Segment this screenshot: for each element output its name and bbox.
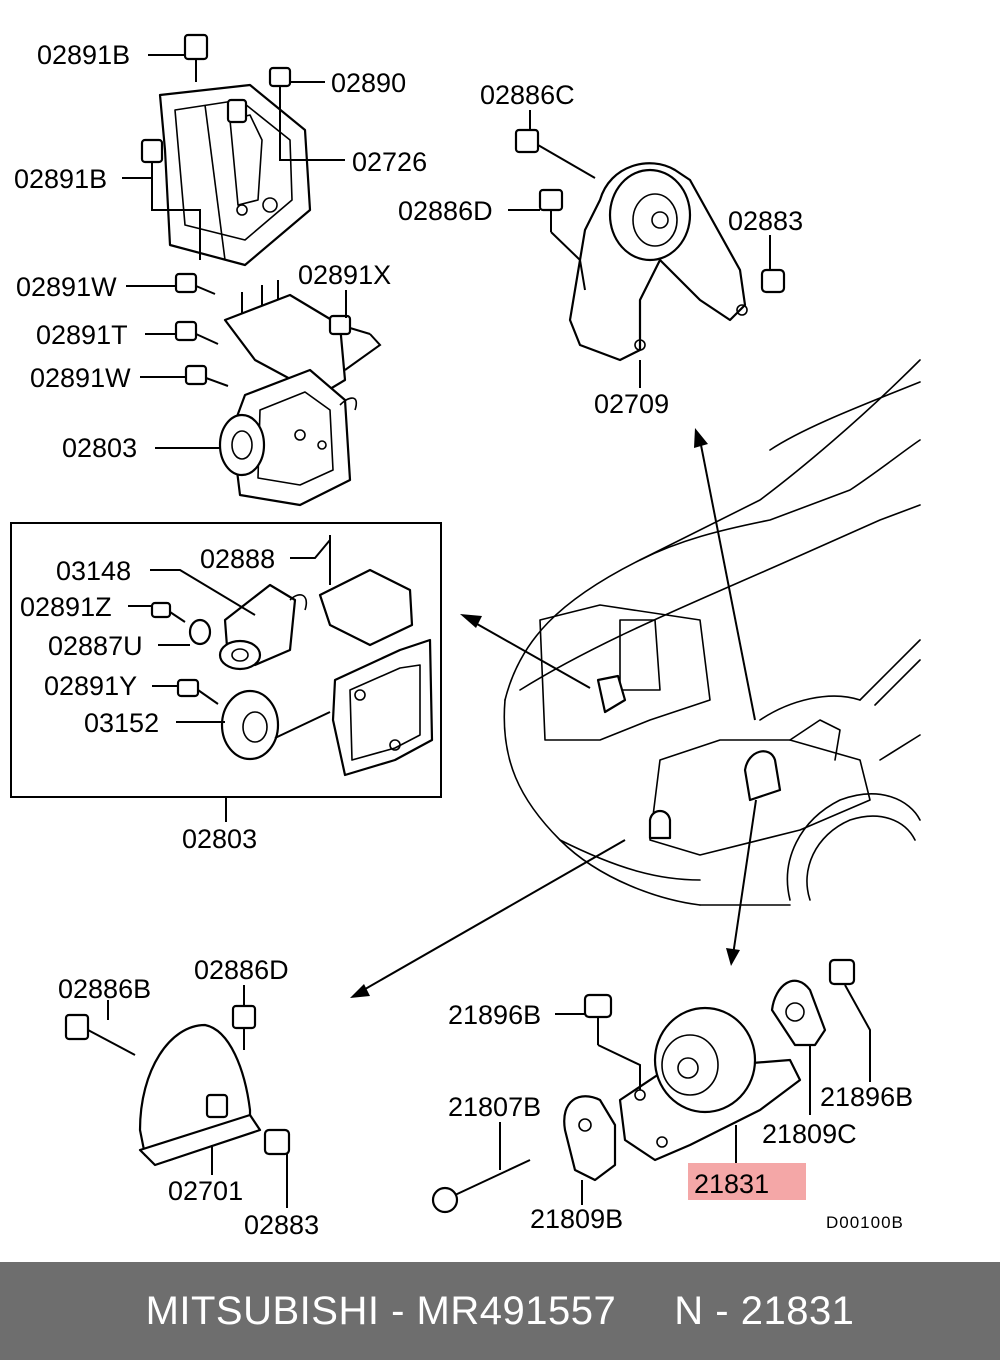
footer-bar: MITSUBISHI - MR491557 N - 21831: [0, 1262, 1000, 1360]
highlighted-part-box: [688, 1163, 806, 1200]
mount-02709-illustration: [514, 128, 786, 362]
pointer-arrows: [350, 428, 757, 998]
mount-02803-illustration: [174, 272, 371, 507]
label-02887U[interactable]: 02887U: [48, 631, 143, 661]
label-03152[interactable]: 03152: [84, 708, 159, 738]
label-02891B-mid[interactable]: 02891B: [14, 164, 107, 194]
label-21809B[interactable]: 21809B: [530, 1204, 623, 1234]
box-parts-illustration: [150, 535, 434, 777]
leader-lines: [107, 54, 871, 1208]
label-21896B-left[interactable]: 21896B: [448, 1000, 541, 1030]
label-02891Z[interactable]: 02891Z: [20, 592, 112, 622]
label-02883-top[interactable]: 02883: [728, 206, 803, 236]
label-02726[interactable]: 02726: [352, 147, 427, 177]
label-02803-box[interactable]: 02803: [182, 824, 257, 854]
parts-diagram: 02891B 02890 02726 02891B 02891W 02891X …: [10, 33, 921, 1240]
diagram-code: D00100B: [826, 1213, 904, 1232]
label-02891T[interactable]: 02891T: [36, 320, 128, 350]
label-02886B[interactable]: 02886B: [58, 974, 151, 1004]
label-03148[interactable]: 03148: [56, 556, 131, 586]
label-21809C[interactable]: 21809C: [762, 1119, 857, 1149]
footer-part-info: MITSUBISHI - MR491557 N - 21831: [145, 1288, 855, 1333]
label-02886D-top[interactable]: 02886D: [398, 196, 493, 226]
label-02890[interactable]: 02890: [331, 68, 406, 98]
label-21831[interactable]: 21831: [694, 1169, 769, 1199]
label-02891W-b[interactable]: 02891W: [30, 363, 131, 393]
label-02888[interactable]: 02888: [200, 544, 275, 574]
mount-02701-illustration: [64, 1004, 291, 1167]
label-21807B[interactable]: 21807B: [448, 1092, 541, 1122]
mount-02726-illustration: [140, 33, 312, 267]
label-02891B-top[interactable]: 02891B: [37, 40, 130, 70]
label-02891X[interactable]: 02891X: [298, 260, 391, 290]
label-02886C[interactable]: 02886C: [480, 80, 575, 110]
label-02891Y[interactable]: 02891Y: [44, 671, 137, 701]
label-02883-bot[interactable]: 02883: [244, 1210, 319, 1240]
label-21896B-right[interactable]: 21896B: [820, 1082, 913, 1112]
label-02709[interactable]: 02709: [594, 389, 669, 419]
label-02803-top[interactable]: 02803: [62, 433, 137, 463]
mount-21831-illustration: [431, 958, 856, 1214]
label-02701[interactable]: 02701: [168, 1176, 243, 1206]
part-labels: 02891B 02890 02726 02891B 02891W 02891X …: [14, 40, 913, 1240]
car-outline-illustration: [503, 359, 921, 906]
label-02886D-bot[interactable]: 02886D: [194, 955, 289, 985]
label-02891W-a[interactable]: 02891W: [16, 272, 117, 302]
